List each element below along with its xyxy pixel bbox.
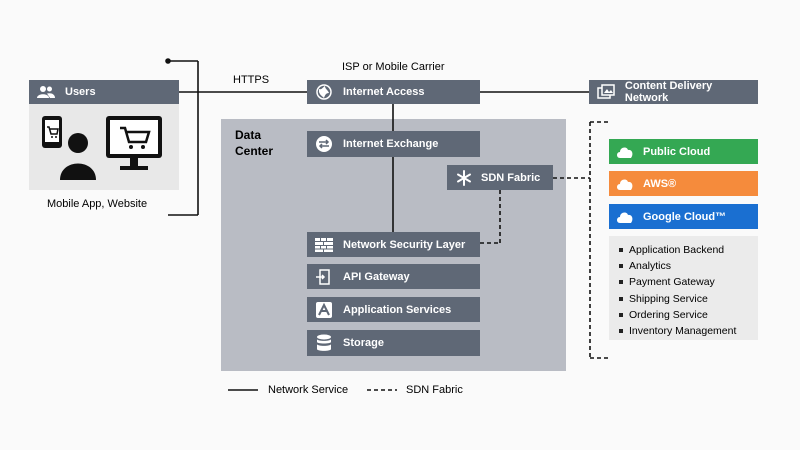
google-cloud-box: Google Cloud™	[609, 204, 758, 229]
public-cloud-label: Public Cloud	[643, 145, 711, 158]
cdn-label: Content Delivery Network	[624, 80, 713, 104]
isp-label: ISP or Mobile Carrier	[342, 61, 445, 73]
application-services-label: Application Services	[343, 303, 452, 316]
database-icon	[313, 332, 335, 354]
cdn-box: Content Delivery Network	[589, 80, 758, 104]
google-cloud-label: Google Cloud™	[643, 210, 727, 223]
gateway-icon	[313, 266, 335, 288]
cloud-icon	[615, 174, 635, 194]
exchange-icon	[313, 133, 335, 155]
phone-icon	[42, 116, 62, 148]
globe-icon	[313, 81, 335, 103]
list-item: Analytics	[619, 258, 758, 274]
user-devices-illustration	[42, 116, 162, 180]
application-services-box: Application Services	[307, 297, 480, 322]
firewall-icon	[313, 234, 335, 256]
internet-access-label: Internet Access	[343, 86, 425, 98]
sdn-fabric-box: SDN Fabric	[447, 165, 553, 190]
legend-solid-label: Network Service	[268, 384, 349, 396]
data-center-title: Data Center	[235, 128, 274, 158]
storage-box: Storage	[307, 330, 480, 356]
cloud-icon	[615, 142, 635, 162]
users-header: Users	[29, 80, 179, 104]
monitor-icon	[106, 116, 162, 170]
api-gateway-label: API Gateway	[343, 270, 410, 283]
list-item: Ordering Service	[619, 307, 758, 323]
public-cloud-box: Public Cloud	[609, 139, 758, 164]
person-icon	[60, 133, 96, 180]
solid-connections	[165, 58, 589, 232]
internet-exchange-label: Internet Exchange	[343, 138, 439, 150]
list-item: Payment Gateway	[619, 274, 758, 290]
internet-exchange-box: Internet Exchange	[307, 131, 480, 157]
sdn-fabric-label: SDN Fabric	[481, 171, 541, 184]
cloud-icon	[615, 207, 635, 227]
https-label: HTTPS	[233, 74, 270, 86]
dashed-connections	[480, 121, 609, 359]
api-gateway-box: API Gateway	[307, 264, 480, 289]
list-item: Application Backend	[619, 242, 758, 258]
list-item: Inventory Management	[619, 323, 758, 339]
aws-box: AWS®	[609, 171, 758, 196]
app-icon	[313, 299, 335, 321]
users-title: Users	[65, 86, 96, 98]
asterisk-icon	[453, 167, 475, 189]
users-caption: Mobile App, Website	[47, 198, 148, 210]
network-security-layer-label: Network Security Layer	[343, 238, 466, 251]
internet-access-box: Internet Access	[307, 80, 480, 104]
network-security-layer-box: Network Security Layer	[307, 232, 480, 257]
aws-label: AWS®	[643, 177, 677, 190]
cloud-services-list: Application Backend Analytics Payment Ga…	[609, 236, 758, 340]
users-icon	[35, 81, 57, 103]
cdn-icon	[595, 81, 617, 103]
list-item: Shipping Service	[619, 291, 758, 307]
legend-dashed-label: SDN Fabric	[406, 384, 463, 396]
storage-label: Storage	[343, 337, 384, 349]
